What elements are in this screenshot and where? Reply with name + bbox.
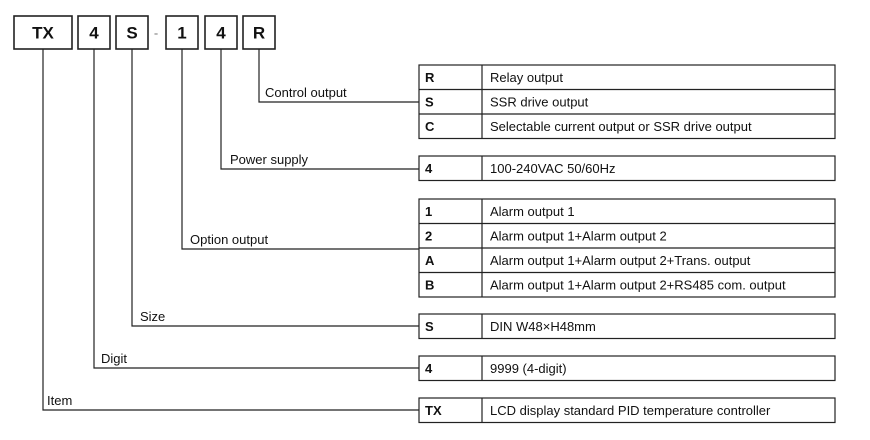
table-row-description: Alarm output 1 [490, 204, 575, 219]
category-label-digit: Digit [101, 351, 127, 366]
code-char-item: TX [32, 24, 54, 43]
table-row-code: 4 [425, 161, 433, 176]
option-table-item: TX LCD display standard PID temperature c… [418, 397, 836, 424]
table-row-description: Selectable current output or SSR drive o… [490, 119, 752, 134]
table-row-code: R [425, 70, 435, 85]
code-char-power: 4 [216, 24, 226, 43]
category-label-power: Power supply [230, 152, 309, 167]
table-row-code: A [425, 253, 435, 268]
table-row-code: S [425, 94, 434, 109]
table-row-description: Alarm output 1+Alarm output 2+Trans. out… [490, 253, 751, 268]
leader-line-power [220, 49, 419, 170]
category-label-option: Option output [190, 232, 268, 247]
category-label-item: Item [47, 393, 72, 408]
leader-line-size [131, 49, 419, 327]
table-border [418, 64, 836, 140]
table-border [418, 355, 836, 382]
option-table-digit: 4 9999 (4-digit) [418, 355, 836, 382]
table-row-code: C [425, 119, 435, 134]
table-row-code: B [425, 277, 434, 292]
table-row-description: Relay output [490, 70, 563, 85]
table-row-description: DIN W48×H48mm [490, 319, 596, 334]
leader-line-item [42, 49, 419, 411]
table-row-code: 1 [425, 204, 432, 219]
table-border [418, 313, 836, 340]
code-box-option [165, 15, 199, 50]
code-char-option: 1 [177, 24, 186, 43]
leader-line-digit [93, 49, 419, 369]
table-border [418, 155, 836, 182]
table-row-description: Alarm output 1+Alarm output 2 [490, 228, 667, 243]
code-char-digit: 4 [89, 24, 99, 43]
table-border [418, 397, 836, 424]
code-box-control [242, 15, 276, 50]
category-label-control: Control output [265, 85, 347, 100]
table-row-description: LCD display standard PID temperature con… [490, 403, 771, 418]
option-table-size: S DIN W48×H48mm [418, 313, 836, 340]
table-row-code: S [425, 319, 434, 334]
table-row-code: 4 [425, 361, 433, 376]
code-separator: - [154, 26, 158, 41]
code-char-control: R [253, 24, 265, 43]
leader-line-control [258, 49, 419, 103]
category-label-size: Size [140, 309, 165, 324]
table-row-description: 100-240VAC 50/60Hz [490, 161, 616, 176]
table-row-description: Alarm output 1+Alarm output 2+RS485 com.… [490, 277, 786, 292]
table-row-code: 2 [425, 228, 432, 243]
leader-line-option [181, 49, 419, 250]
model-code-row: TX 4 S - 1 4 R [13, 15, 276, 50]
table-row-description: SSR drive output [490, 94, 589, 109]
table-row-description: 9999 (4-digit) [490, 361, 567, 376]
option-table-power: 4 100-240VAC 50/60Hz [418, 155, 836, 182]
code-char-size: S [126, 24, 137, 43]
table-row-code: TX [425, 403, 442, 418]
